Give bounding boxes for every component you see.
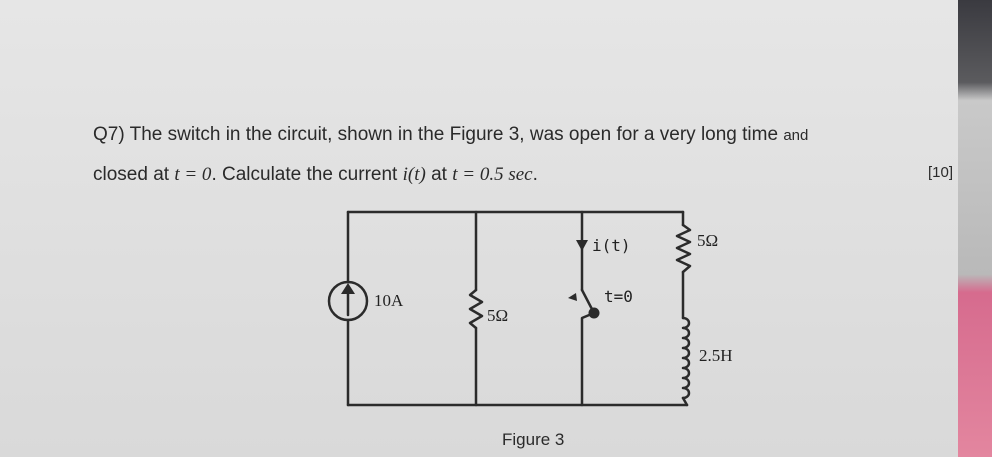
- switch-motion-arrow: [568, 293, 577, 301]
- question-at: at: [431, 164, 447, 185]
- question-line-1: Q7) The switch in the circuit, shown in …: [93, 124, 808, 146]
- background-edge: [958, 0, 992, 457]
- wire-right-bottom: [681, 396, 689, 407]
- question-text-1: The switch in the circuit, shown in the …: [129, 124, 779, 145]
- marks-badge: [10]: [928, 164, 954, 181]
- wire-switch-bottom: [580, 311, 596, 407]
- switch-label: t=0: [604, 287, 633, 306]
- question-text-2a: closed at: [93, 164, 170, 185]
- question-number: Q7): [93, 124, 125, 145]
- question-line-2: closed at t = 0. Calculate the current i…: [93, 164, 538, 186]
- question-it: i(t): [402, 164, 426, 185]
- question-t0: t = 0: [174, 164, 212, 185]
- resistor-right: [675, 223, 692, 274]
- current-direction-arrow: [576, 240, 588, 251]
- source-label: 10A: [374, 291, 404, 310]
- current-source-circle: [327, 280, 369, 322]
- switch-contact: [588, 307, 600, 319]
- inductor-coil: [681, 316, 691, 400]
- resistor-mid: [468, 288, 484, 330]
- question-and: and: [783, 127, 809, 144]
- resistor-mid-label: 5Ω: [487, 306, 508, 325]
- resistor-right-label: 5Ω: [697, 231, 718, 250]
- question-time: t = 0.5 sec: [452, 164, 533, 185]
- figure-caption: Figure 3: [502, 430, 565, 449]
- current-label: i(t): [592, 236, 631, 255]
- current-source-arrowhead: [341, 283, 355, 294]
- inductor-label: 2.5H: [699, 346, 733, 365]
- paper-sheet: [0, 0, 958, 457]
- question-end: .: [532, 164, 538, 185]
- question-text-2b: . Calculate the current: [211, 164, 398, 185]
